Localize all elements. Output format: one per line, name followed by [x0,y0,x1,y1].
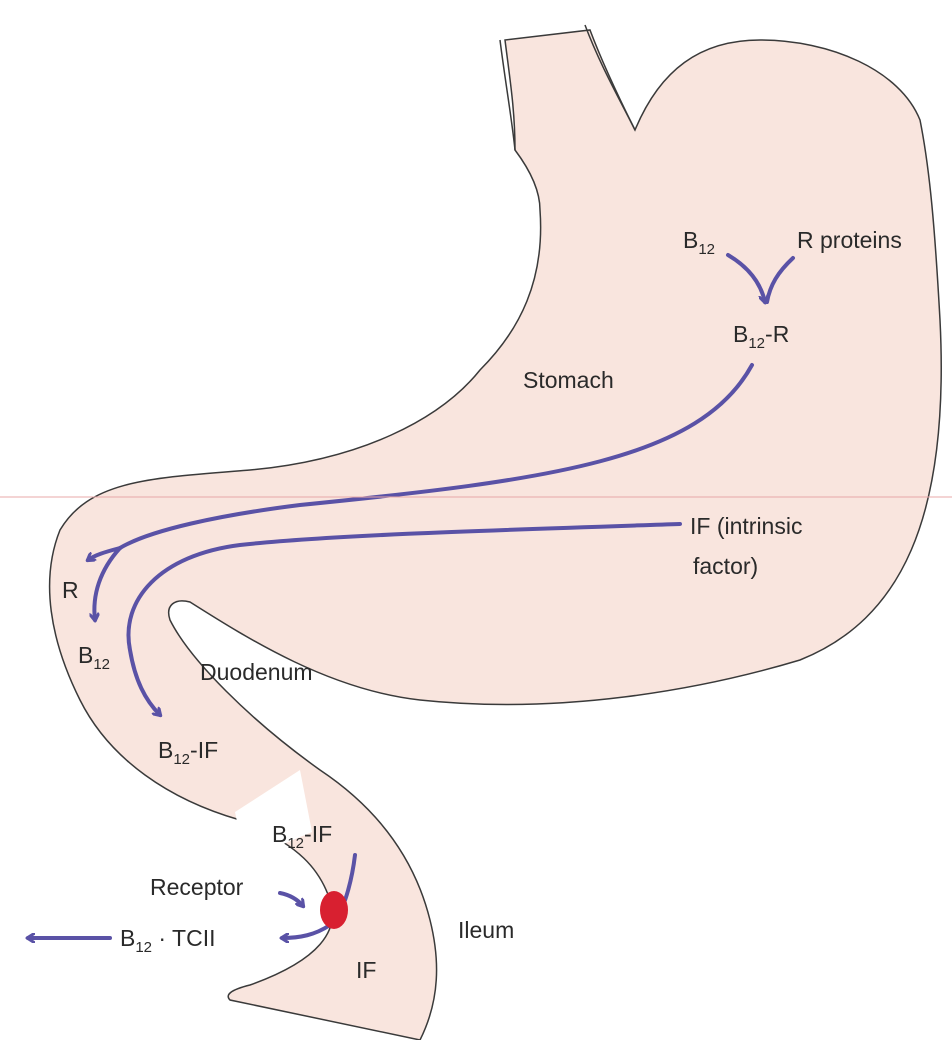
label-if-intrinsic-1: IF (intrinsic [690,513,802,539]
label-ileum: Ileum [458,917,514,943]
label-if-bottom: IF [356,957,376,983]
arrow-to-tcii [282,925,330,938]
label-r-proteins: R proteins [797,227,902,253]
label-receptor: Receptor [150,874,244,900]
label-stomach: Stomach [523,367,614,393]
label-duodenum: Duodenum [200,659,313,685]
label-b12-tcii: B12 · TCII [120,925,216,956]
label-if-intrinsic-2: factor) [693,553,758,579]
receptor-site [320,891,348,929]
label-r: R [62,577,79,603]
arrow-receptor-label [280,893,303,906]
